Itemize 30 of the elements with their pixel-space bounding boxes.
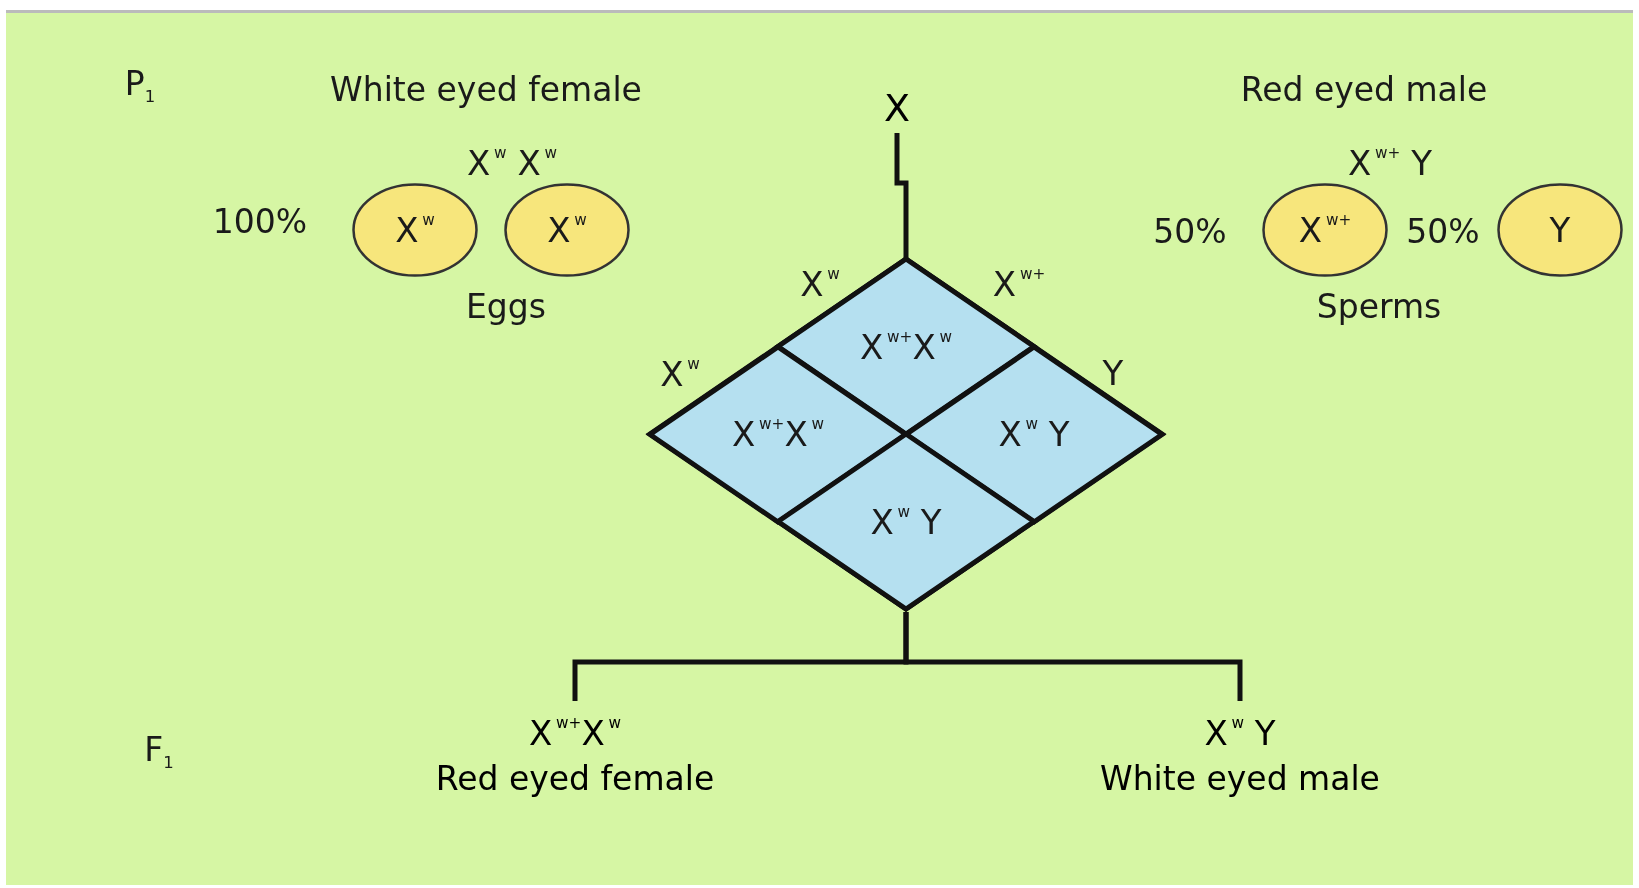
allele-label: X$^{w+}$	[992, 264, 1046, 304]
allele-label: X$^{w}$	[660, 354, 700, 394]
gamete-label: Sperms	[1316, 286, 1442, 326]
allele-label: X$^{w}$	[547, 210, 587, 250]
genotype-label: X$^{w}$ Y	[870, 501, 942, 542]
genotype-label: X$^{w}$ X$^{w}$	[466, 143, 558, 183]
genotype-label: X$^{w+}$X$^{w}$	[731, 414, 825, 454]
allele-label: Y	[1102, 353, 1124, 393]
genotype-label: X$^{w}$ Y	[1203, 711, 1277, 755]
percentage-label: 50%	[1153, 211, 1227, 251]
generation-label: F$_{1}$	[144, 729, 174, 773]
genotype-label: X$^{w+}$X$^{w}$	[527, 711, 623, 755]
connector-line	[903, 612, 1243, 702]
phenotype-label: Red eyed male	[1240, 69, 1488, 109]
allele-label: Y	[1549, 210, 1571, 250]
phenotype-label: White eyed male	[1100, 757, 1380, 800]
allele-label: X$^{w}$	[395, 210, 435, 250]
gamete-label: Eggs	[466, 286, 546, 326]
cross-sign: X	[884, 86, 910, 130]
generation-label: P$_{1}$	[124, 63, 156, 107]
genotype-label: X$^{w+}$ Y	[1348, 143, 1432, 183]
percentage-label: 100%	[212, 201, 308, 241]
allele-label: X$^{w+}$	[1298, 210, 1352, 250]
allele-label: X$^{w}$	[800, 264, 840, 304]
connector-line	[894, 133, 909, 260]
percentage-label: 50%	[1406, 211, 1480, 251]
genotype-label: X$^{w+}$X$^{w}$	[859, 326, 953, 367]
genotype-label: X$^{w}$ Y	[998, 414, 1070, 454]
phenotype-label: Red eyed female	[435, 757, 715, 800]
phenotype-label: White eyed female	[330, 69, 642, 109]
